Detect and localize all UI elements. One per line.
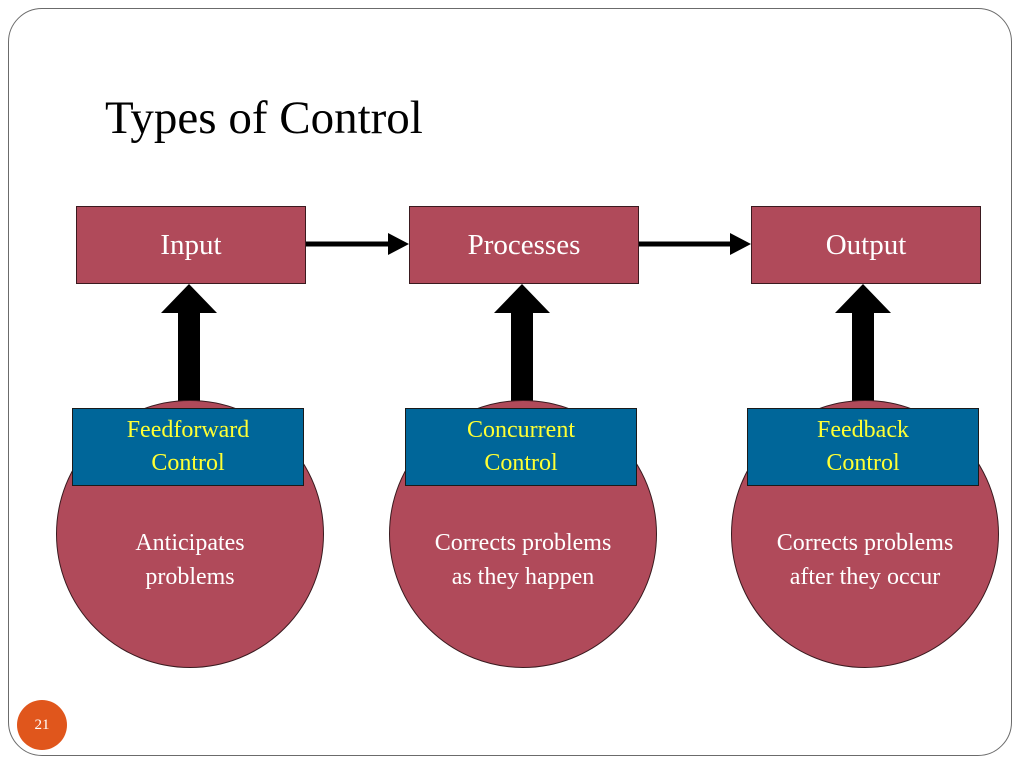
stage-processes-label: Processes (467, 228, 581, 261)
slide-frame (8, 8, 1012, 756)
feedback-control-box: Feedback Control (747, 408, 979, 486)
feedforward-description: Anticipates problems (135, 530, 245, 590)
stage-input-label: Input (160, 228, 222, 261)
concurrent-description: Corrects problems as they happen (434, 530, 612, 590)
concurrent-control-box: Concurrent Control (405, 408, 637, 486)
stage-output-label: Output (825, 228, 907, 261)
feedback-description: Corrects problems after they occur (776, 530, 954, 590)
feedforward-control-label: Feedforward Control (126, 417, 250, 476)
stage-output-box: Output (751, 206, 981, 284)
stage-input-box: Input (76, 206, 306, 284)
stage-processes-box: Processes (409, 206, 639, 284)
feedback-control-label: Feedback Control (817, 417, 909, 476)
feedforward-control-box: Feedforward Control (72, 408, 304, 486)
slide-number-badge: 21 (17, 700, 67, 750)
slide-title: Types of Control (105, 92, 423, 144)
concurrent-control-label: Concurrent Control (467, 417, 575, 476)
slide-number: 21 (34, 716, 50, 733)
